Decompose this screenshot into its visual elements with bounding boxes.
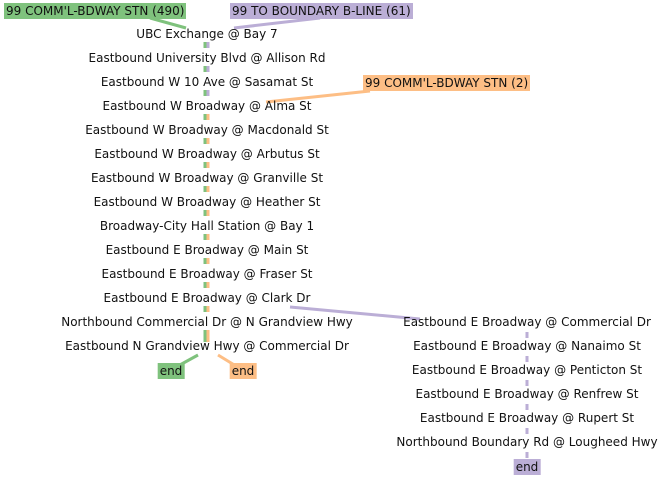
stop-label: Eastbound E Broadway @ Main St <box>105 243 309 257</box>
end-label-orange: end <box>229 363 257 379</box>
end-label-purple: end <box>513 459 541 475</box>
stop-label: Eastbound W Broadway @ Arbutus St <box>94 147 320 161</box>
route-edge-green <box>149 16 187 30</box>
stop-label: Eastbound W 10 Ave @ Sasamat St <box>100 75 314 89</box>
route-edge-orange <box>265 89 371 104</box>
stop-label: Eastbound E Broadway @ Nanaimo St <box>413 339 641 353</box>
route-edge-purple <box>233 16 321 30</box>
stop-label: Northbound Boundary Rd @ Lougheed Hwy <box>396 435 658 449</box>
route-edge-purple <box>289 305 421 321</box>
stop-label: Eastbound E Broadway @ Rupert St <box>419 411 635 425</box>
end-label-green: end <box>157 363 185 379</box>
stop-label: Eastbound W Broadway @ Granville St <box>90 171 324 185</box>
route-label-purple: 99 TO BOUNDARY B-LINE (61) <box>230 3 413 19</box>
stop-label: Eastbound University Blvd @ Allison Rd <box>88 51 326 65</box>
stop-label: Eastbound E Broadway @ Renfrew St <box>415 387 639 401</box>
stop-label: Eastbound E Broadway @ Penticton St <box>411 363 643 377</box>
route-label-orange: 99 COMM'L-BDWAY STN (2) <box>363 75 531 91</box>
stop-label: Eastbound W Broadway @ Heather St <box>93 195 321 209</box>
stop-label: Eastbound N Grandview Hwy @ Commercial D… <box>65 339 349 353</box>
stop-label: Eastbound E Broadway @ Fraser St <box>101 267 313 281</box>
stop-label: Eastbound W Broadway @ Macdonald St <box>85 123 329 137</box>
stop-label: Eastbound E Broadway @ Commercial Dr <box>403 315 651 329</box>
stop-label: Broadway-City Hall Station @ Bay 1 <box>99 219 315 233</box>
route-label-green: 99 COMM'L-BDWAY STN (490) <box>4 3 187 19</box>
stop-label: Eastbound W Broadway @ Alma St <box>102 99 312 113</box>
stop-label: UBC Exchange @ Bay 7 <box>136 27 278 41</box>
route-edges <box>149 16 529 460</box>
stop-label: Northbound Commercial Dr @ N Grandview H… <box>61 315 353 329</box>
stop-label: Eastbound E Broadway @ Clark Dr <box>103 291 311 305</box>
